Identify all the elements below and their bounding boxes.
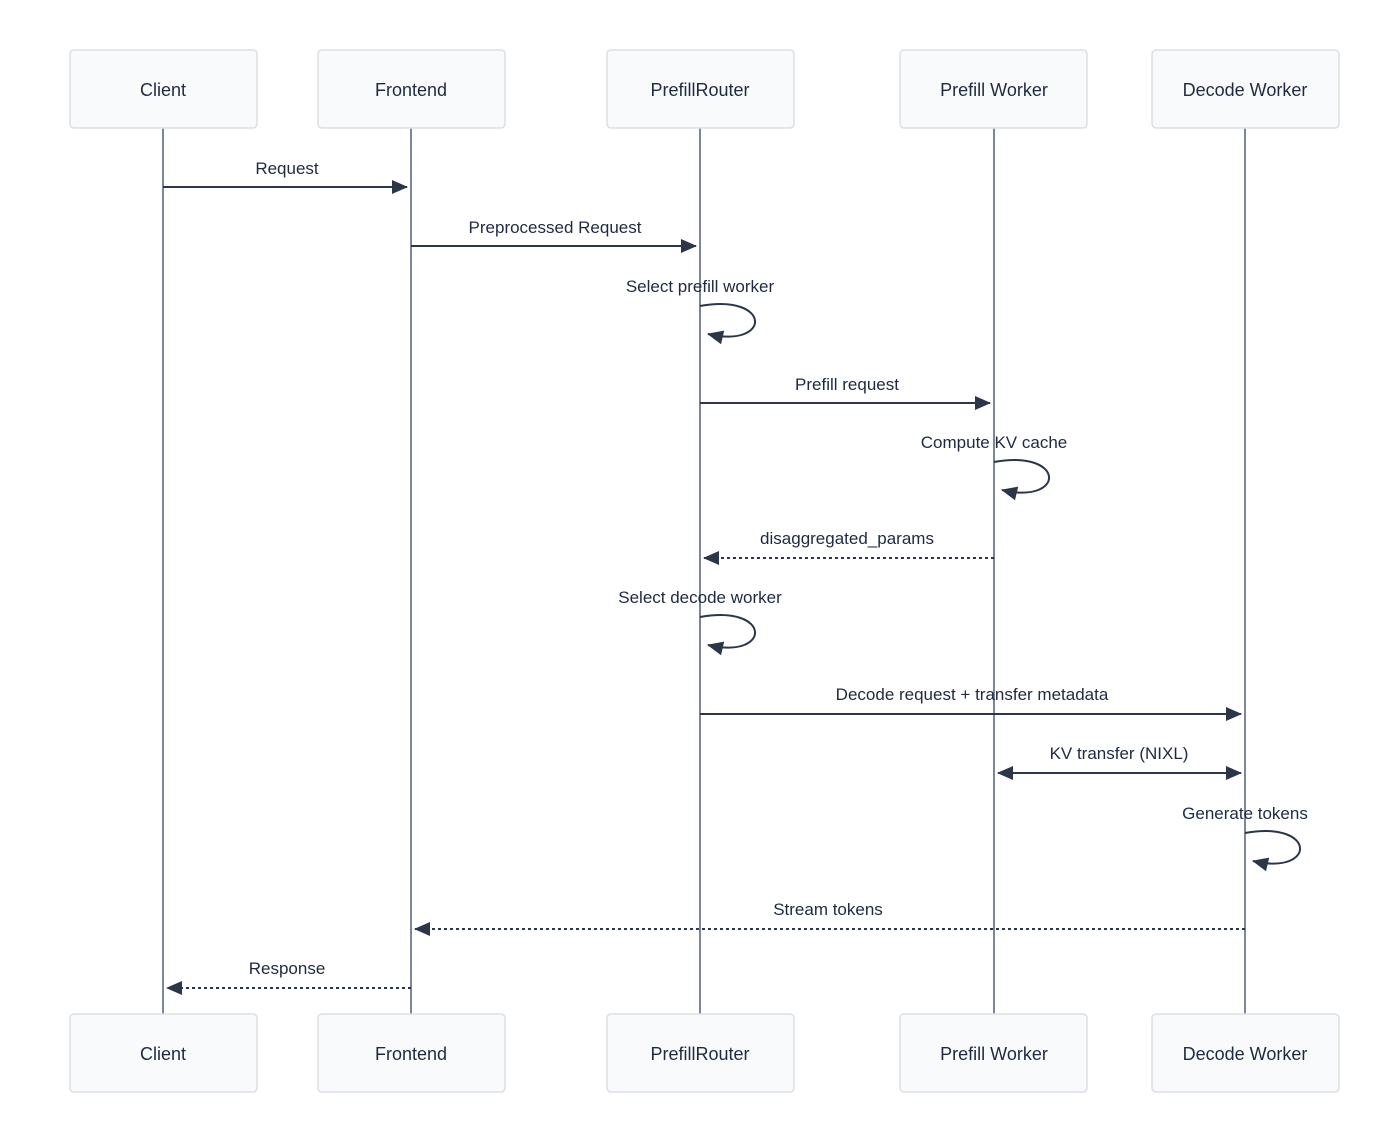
message-label-compute-kv-cache: Compute KV cache [921, 433, 1067, 452]
message-label-kv-transfer: KV transfer (NIXL) [1050, 744, 1189, 763]
self-loop-select-prefill-worker [699, 303, 756, 345]
message-label-request: Request [255, 159, 319, 178]
participant-box-prefill-worker-top [899, 49, 1088, 129]
participant-box-client-top [69, 49, 258, 129]
self-loop-compute-kv-cache [993, 459, 1050, 501]
message-label-generate-tokens: Generate tokens [1182, 804, 1308, 823]
self-loop-generate-tokens [1244, 830, 1301, 872]
participant-box-frontend-top [317, 49, 506, 129]
participant-box-prefill-worker-bottom [899, 1013, 1088, 1093]
self-loop-select-decode-worker [699, 614, 756, 656]
participant-label-prefillrouter-top: PrefillRouter [650, 80, 749, 100]
participant-label-frontend-top: Frontend [375, 80, 447, 100]
participant-label-prefillrouter-bottom: PrefillRouter [650, 1044, 749, 1064]
participant-label-client-top: Client [140, 80, 186, 100]
messages: Request Preprocessed Request Select pref… [163, 159, 1308, 995]
participant-label-prefill-worker-bottom: Prefill Worker [940, 1044, 1048, 1064]
participant-label-client-bottom: Client [140, 1044, 186, 1064]
participant-box-frontend-bottom [317, 1013, 506, 1093]
participant-box-prefillrouter-top [606, 49, 795, 129]
participant-label-decode-worker-bottom: Decode Worker [1183, 1044, 1308, 1064]
message-label-preprocessed-request: Preprocessed Request [469, 218, 642, 237]
lifelines [162, 127, 1246, 1014]
message-label-prefill-request: Prefill request [795, 375, 899, 394]
participant-box-decode-worker-top [1151, 49, 1340, 129]
participant-label-prefill-worker-top: Prefill Worker [940, 80, 1048, 100]
message-label-select-decode-worker: Select decode worker [618, 588, 782, 607]
participant-label-frontend-bottom: Frontend [375, 1044, 447, 1064]
participant-box-client-bottom [69, 1013, 258, 1093]
participant-box-prefillrouter-bottom [606, 1013, 795, 1093]
participants-top: Client Frontend PrefillRouter Prefill Wo… [69, 49, 1340, 129]
message-label-disaggregated-params: disaggregated_params [760, 529, 934, 548]
message-label-stream-tokens: Stream tokens [773, 900, 883, 919]
message-label-response: Response [249, 959, 326, 978]
participant-box-decode-worker-bottom [1151, 1013, 1340, 1093]
participants-bottom: Client Frontend PrefillRouter Prefill Wo… [69, 1013, 1340, 1093]
message-label-decode-request: Decode request + transfer metadata [836, 685, 1109, 704]
participant-label-decode-worker-top: Decode Worker [1183, 80, 1308, 100]
message-label-select-prefill-worker: Select prefill worker [626, 277, 775, 296]
